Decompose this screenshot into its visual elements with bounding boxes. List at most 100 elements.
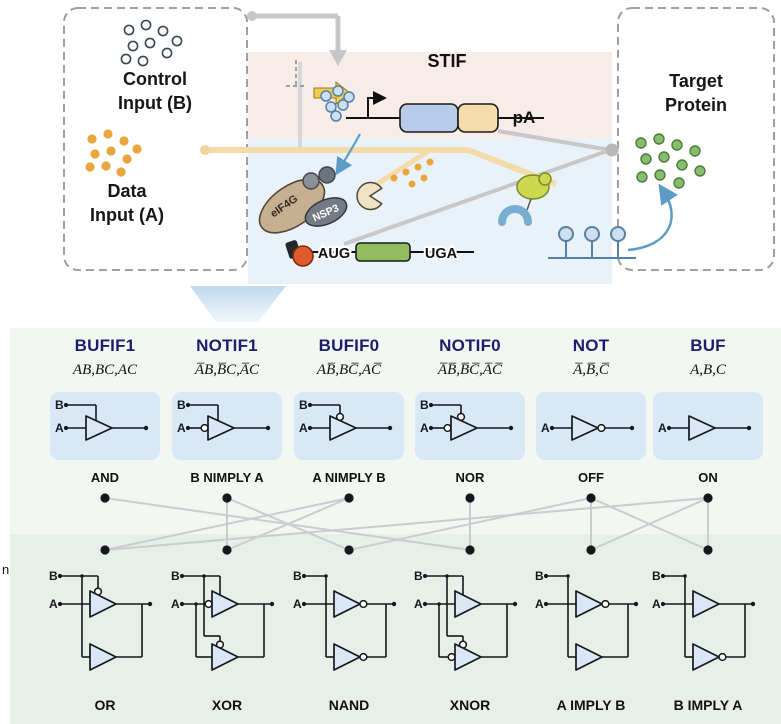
target-protein-dots: [635, 133, 706, 189]
gate-formula-4: A̅,B̅,C̅: [573, 362, 609, 378]
buffer-gate-triangle: [454, 590, 482, 618]
gate-formula-3: A̅B̅,B̅C̅,A̅C̅: [437, 362, 503, 378]
single-gate-card-5: A: [653, 392, 763, 460]
gate-input-label: B: [652, 569, 661, 583]
single-function-label-2: A NIMPLY B: [312, 470, 386, 485]
junction-dot-bottom: [222, 545, 232, 555]
wire-terminal: [508, 425, 514, 431]
gate-input-label: A: [299, 421, 308, 435]
gate-input-label: A: [652, 597, 661, 611]
gate-family-name-4: NOT: [572, 336, 610, 355]
buffer-gate-triangle: [454, 643, 482, 671]
inversion-bubble: [601, 599, 610, 609]
aug-label: AUG: [318, 246, 350, 262]
zoom-funnel: [190, 286, 286, 322]
blue-crescent-protein: [498, 205, 532, 226]
dual-function-label-4: A IMPLY B: [556, 697, 626, 713]
gate-input-label: B: [49, 569, 58, 583]
wire-terminal: [746, 425, 752, 431]
gate-mapping-line: [348, 497, 592, 551]
gate-input-label: B: [177, 398, 186, 412]
buffer-gate-triangle: [571, 415, 599, 441]
factor-blob-2: [318, 166, 336, 184]
uga-label: UGA: [425, 246, 458, 262]
buffer-gate-triangle: [575, 590, 603, 618]
target-protein-label-line2: Protein: [665, 95, 727, 115]
buffer-gate-triangle: [692, 590, 720, 618]
pa-label: pA: [513, 108, 536, 127]
single-gate-diagram-0: BA: [55, 398, 149, 441]
control-input-label-line1: Control: [123, 69, 187, 89]
gate-family-name-5: BUF: [690, 336, 726, 355]
control-signal-wires: [252, 13, 611, 246]
gate-input-label: A: [414, 597, 423, 611]
gate-input-label: A: [171, 597, 180, 611]
junction-dot-bottom: [465, 545, 475, 555]
junction-dot-top: [465, 493, 475, 503]
control-input-dots: [120, 19, 183, 67]
buffer-gate-triangle: [575, 643, 603, 671]
buffer-gate-triangle: [692, 643, 720, 671]
dual-gate-zone-bg: [10, 534, 781, 724]
kinase-blob: [516, 172, 552, 211]
gate-formula-5: A,B,C: [690, 362, 726, 378]
eif4g-blob: [258, 178, 326, 234]
gene-cassette-orange: [457, 103, 499, 133]
wire-terminal: [750, 601, 756, 607]
buffer-gate-triangle: [85, 415, 113, 441]
junction-dot-bottom: [344, 545, 354, 555]
single-gate-diagram-2: BA: [299, 398, 393, 441]
regulation-arrow: [335, 133, 361, 176]
single-function-label-5: ON: [698, 470, 718, 485]
single-function-label-4: OFF: [578, 470, 604, 485]
single-function-label-3: NOR: [455, 470, 485, 485]
gate-mapping-line: [590, 497, 709, 551]
data-wire-node: [200, 145, 210, 155]
data-input-label-line2: Input (A): [90, 205, 164, 225]
wire-terminal: [391, 601, 397, 607]
inversion-bubble: [359, 599, 368, 609]
inversion-bubble: [447, 652, 456, 662]
input-box: [63, 7, 248, 271]
junction-dot-bottom: [586, 545, 596, 555]
gate-input-label: B: [299, 398, 308, 412]
gate-input-label: A: [49, 597, 58, 611]
inversion-bubble: [200, 423, 209, 433]
factor-blob-1: [302, 172, 320, 190]
single-function-label-0: AND: [90, 470, 120, 485]
binding-protein-pacman: [356, 181, 383, 211]
wire-terminal: [147, 601, 153, 607]
dual-gate-diagram-2: BA: [293, 569, 397, 671]
gate-family-name-0: BUFIF1: [74, 336, 136, 355]
gate-input-label: B: [535, 569, 544, 583]
gate-input-label: A: [55, 421, 64, 435]
orf-box: [355, 242, 411, 262]
data-input-dots: [85, 129, 142, 177]
wire-terminal: [633, 601, 639, 607]
gate-input-label: B: [171, 569, 180, 583]
gate-family-name-3: NOTIF0: [439, 336, 501, 355]
gate-family-name-1: NOTIF1: [196, 336, 258, 355]
nsp3-blob: [304, 197, 348, 227]
buffer-gate-triangle: [89, 643, 117, 671]
gene-cassette-blue: [399, 103, 459, 133]
single-gate-diagram-3: BA: [420, 398, 514, 441]
gate-formula-2: AB̅,BC̅,AC̅: [316, 362, 382, 378]
junction-dot-top: [100, 493, 110, 503]
inhibition-dashed-line: [286, 60, 306, 87]
single-gate-diagram-4: A: [541, 415, 635, 441]
released-data-dots: [390, 158, 434, 188]
stif-gene-construct: [313, 80, 544, 133]
control-input-label-line2: Input (B): [118, 93, 192, 113]
gate-formula-0: AB,BC,AC: [72, 362, 138, 378]
wire-terminal: [269, 601, 275, 607]
stem-loops: [548, 226, 636, 259]
buffer-gate-triangle: [89, 590, 117, 618]
output-box: [617, 7, 775, 271]
inversion-bubble: [204, 599, 213, 609]
junction-dot-top: [586, 493, 596, 503]
gate-input-label: B: [55, 398, 64, 412]
